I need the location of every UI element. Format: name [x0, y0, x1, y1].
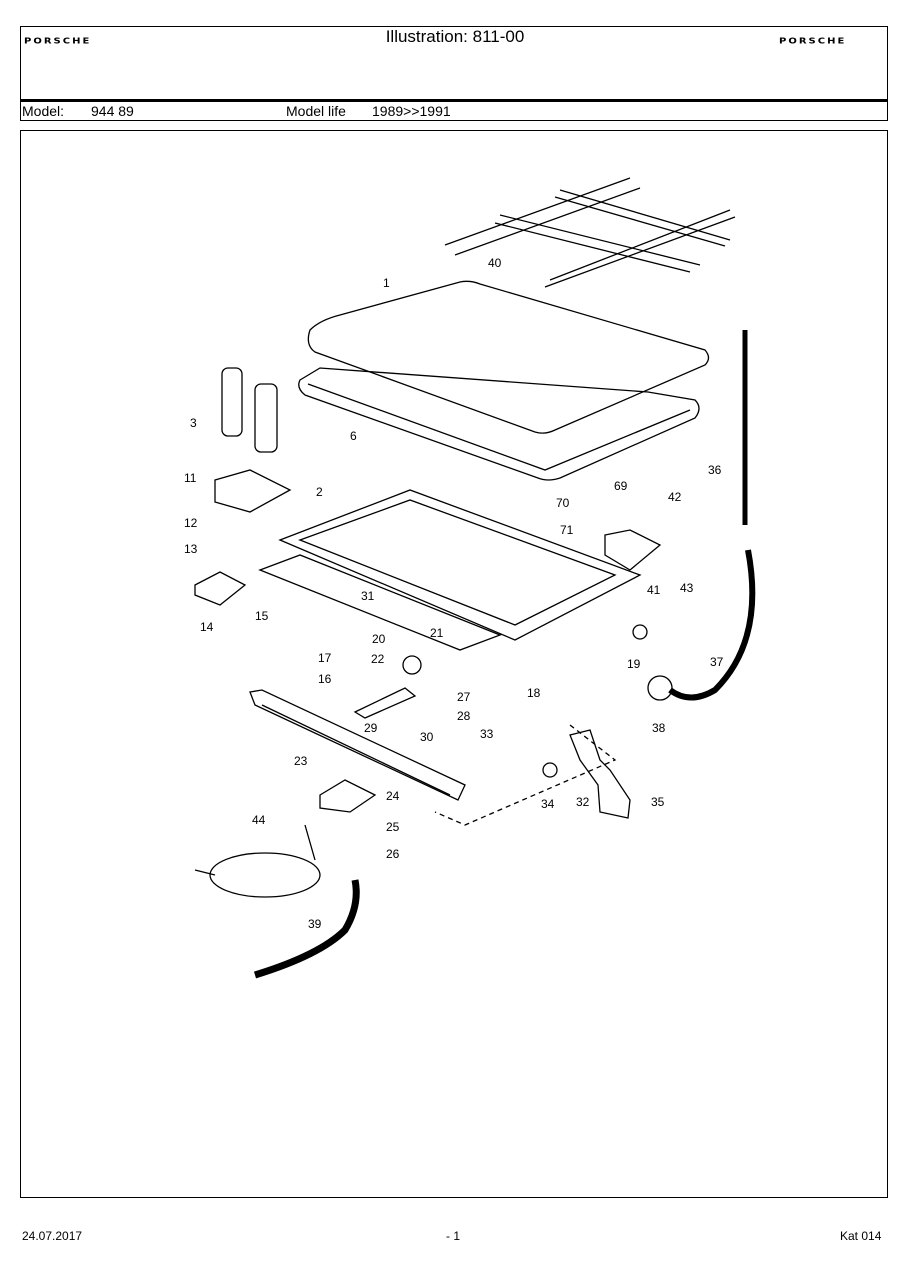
callout-28: 28 [457, 709, 471, 723]
callout-17: 17 [318, 651, 332, 665]
callout-40: 40 [488, 256, 502, 270]
callout-25: 25 [386, 820, 400, 834]
callout-12: 12 [184, 516, 198, 530]
callout-37: 37 [710, 655, 724, 669]
footer-date: 24.07.2017 [22, 1229, 83, 1243]
callout-1: 1 [383, 276, 390, 290]
porsche-logo-left: PORSCHE [24, 37, 92, 46]
diagram-frame [20, 130, 888, 1198]
callout-71: 71 [560, 523, 574, 537]
callout-36: 36 [708, 463, 722, 477]
model-row: Model: 944 89 Model life 1989>>1991 [20, 102, 888, 121]
callout-3: 3 [190, 416, 197, 430]
callout-35: 35 [651, 795, 665, 809]
callout-11: 11 [184, 471, 197, 485]
callout-2: 2 [316, 485, 323, 499]
callout-24: 24 [386, 789, 400, 803]
callout-15: 15 [255, 609, 269, 623]
model-life-value: 1989>>1991 [372, 103, 451, 119]
callout-34: 34 [541, 797, 555, 811]
footer-page: - 1 [446, 1229, 461, 1243]
page-title: Illustration: 811-00 [385, 27, 525, 46]
callout-16: 16 [318, 672, 332, 686]
callout-14: 14 [200, 620, 214, 634]
callout-6: 6 [350, 429, 357, 443]
callout-70: 70 [556, 496, 570, 510]
callout-19: 19 [627, 657, 641, 671]
callout-30: 30 [420, 730, 434, 744]
callout-18: 18 [527, 686, 541, 700]
callout-13: 13 [184, 542, 198, 556]
header-frame [20, 26, 888, 121]
model-value: 944 89 [91, 103, 134, 119]
model-life-label: Model life [286, 103, 346, 119]
callout-22: 22 [371, 652, 385, 666]
callout-69: 69 [614, 479, 628, 493]
callout-32: 32 [576, 795, 590, 809]
callout-27: 27 [457, 690, 471, 704]
model-label: Model: [22, 103, 65, 119]
callout-26: 26 [386, 847, 400, 861]
callout-38: 38 [652, 721, 666, 735]
callout-29: 29 [364, 721, 378, 735]
callout-39: 39 [308, 917, 322, 931]
callout-41: 41 [647, 583, 661, 597]
header-divider [20, 99, 888, 102]
callout-21: 21 [430, 626, 444, 640]
callout-31: 31 [361, 589, 375, 603]
porsche-logo-right: PORSCHE [779, 37, 847, 46]
callout-44: 44 [252, 813, 266, 827]
callout-20: 20 [372, 632, 386, 646]
footer-catalog: Kat 014 [840, 1229, 882, 1243]
callout-43: 43 [680, 581, 694, 595]
callout-42: 42 [668, 490, 682, 504]
callout-33: 33 [480, 727, 494, 741]
callout-23: 23 [294, 754, 308, 768]
